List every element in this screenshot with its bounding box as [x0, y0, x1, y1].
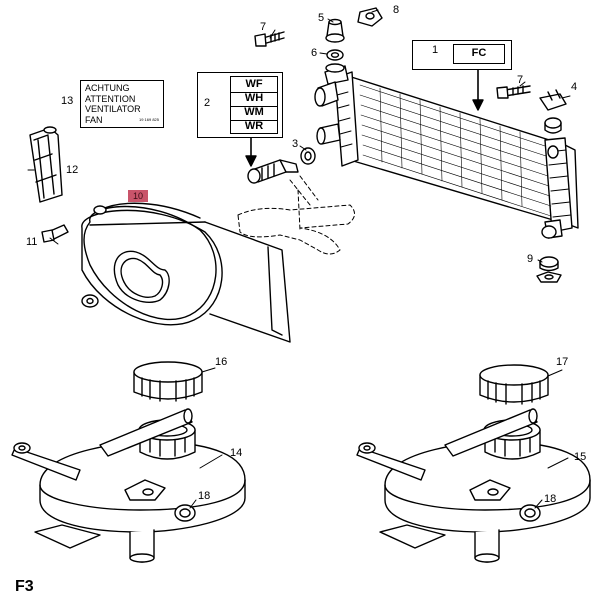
expansion-tank-right [356, 408, 591, 563]
callout-16: 16 [215, 356, 228, 368]
code-box-1-table: FC [453, 44, 505, 64]
fan-bracket [29, 126, 63, 203]
radiator [314, 63, 579, 239]
sealing-ring [300, 147, 316, 165]
code-cell: WR [244, 120, 264, 132]
callout-1: 1 [432, 44, 439, 56]
code-cell: WM [231, 105, 277, 121]
filler-cap [479, 364, 549, 405]
warning-label-line: FAN [85, 114, 103, 125]
callout-3: 3 [292, 138, 299, 150]
callout-7: 7 [517, 74, 524, 86]
clip [41, 224, 69, 243]
code-cell: WF [231, 77, 277, 93]
callout-4: 4 [571, 81, 578, 93]
callout-7: 7 [260, 21, 267, 33]
callout-14: 14 [230, 447, 243, 459]
filler-cap [133, 361, 203, 402]
mount-bracket [539, 89, 567, 134]
callout-18: 18 [544, 493, 557, 505]
warning-label-part-number: 19 169 825 [138, 116, 159, 122]
callout-6: 6 [311, 47, 318, 59]
warning-label: ACHTUNG ATTENTION VENTILATOR FAN 19 169 … [80, 80, 164, 128]
highlight-callout-10: 10 [128, 190, 148, 202]
page-id: F3 [15, 578, 34, 595]
callout-8: 8 [393, 4, 400, 16]
code-cell: FC [471, 47, 487, 59]
mount-grommet [536, 256, 562, 283]
callout-13: 13 [61, 95, 74, 107]
fan-shroud [81, 202, 291, 343]
hose-outline [237, 175, 355, 255]
screw [254, 31, 285, 47]
thermo-switch [247, 159, 299, 184]
callout-15: 15 [574, 451, 587, 463]
callout-18: 18 [198, 490, 211, 502]
radiator-fitting [325, 18, 345, 61]
callout-12: 12 [66, 164, 79, 176]
callout-2: 2 [204, 97, 211, 109]
code-cell: WH [231, 91, 277, 107]
callout-9: 9 [527, 253, 534, 265]
screw [496, 85, 531, 99]
warning-label-line: ACHTUNG [85, 83, 130, 93]
callout-5: 5 [318, 12, 325, 24]
warning-label-line: ATTENTION [85, 93, 136, 104]
callout-17: 17 [556, 356, 569, 368]
grommet [81, 294, 99, 308]
nut [357, 7, 383, 27]
callout-11: 11 [26, 236, 38, 248]
code-box-2-table: WF WH WM WR [230, 76, 278, 134]
expansion-tank-left [11, 408, 246, 563]
warning-label-line: VENTILATOR [85, 104, 141, 114]
